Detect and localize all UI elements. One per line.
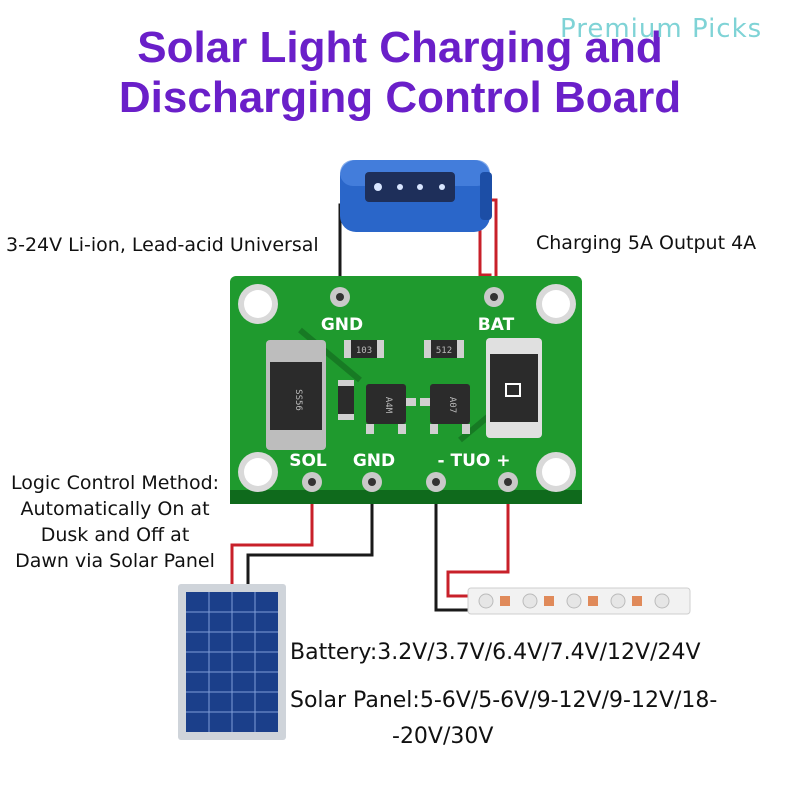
chip-512: 512 [436,346,452,356]
title-line-1: Solar Light Charging and [137,23,663,72]
battery-spec: Battery:3.2V/3.7V/6.4V/7.4V/12V/24V [290,640,701,665]
solar-spec: Solar Panel:5-6V/5-6V/9-12V/9-12V/18- [290,688,717,713]
pcb-label-gnd-bottom: GND [353,451,395,471]
logic-note-line-1: Logic Control Method: [10,472,220,494]
solar-spec-label: Solar Panel: [290,688,420,713]
watermark: Premium Picks [560,14,763,44]
pcb-label-sol: SOL [289,451,327,471]
current-note: Charging 5A Output 4A [536,232,757,254]
chip-103: 103 [356,346,372,356]
chip-a4m: A4M [383,397,393,414]
pcb-label-bat: BAT [478,315,515,335]
battery-type-note: 3-24V Li-ion, Lead-acid Universal [6,234,319,256]
title-line-2: Discharging Control Board [118,73,682,122]
pcb-board: SS56 103 512 A4M A07 GND BAT SOL GND - T… [230,276,582,504]
solar-panel-icon [178,584,286,740]
output-wires [230,498,510,612]
solar-spec-values-2: -20V/30V [392,724,494,749]
logic-note-line-4: Dawn via Solar Panel [15,550,215,572]
logic-note-line-2: Automatically On at [20,498,210,520]
chip-ss56: SS56 [293,389,303,411]
logic-note-line-3: Dusk and Off at [40,524,190,546]
battery-spec-label: Battery: [290,640,378,665]
solar-spec-values-1: 5-6V/5-6V/9-12V/9-12V/18- [419,688,718,713]
chip-a07: A07 [447,397,457,413]
pcb-label-gnd-top: GND [321,315,363,335]
battery-spec-values: 3.2V/3.7V/6.4V/7.4V/12V/24V [377,640,701,665]
pcb-label-out: - TUO + [438,451,511,471]
led-strip-icon [467,587,691,615]
battery-icon [340,160,492,232]
logic-note: Logic Control Method: Automatically On a… [0,470,230,574]
